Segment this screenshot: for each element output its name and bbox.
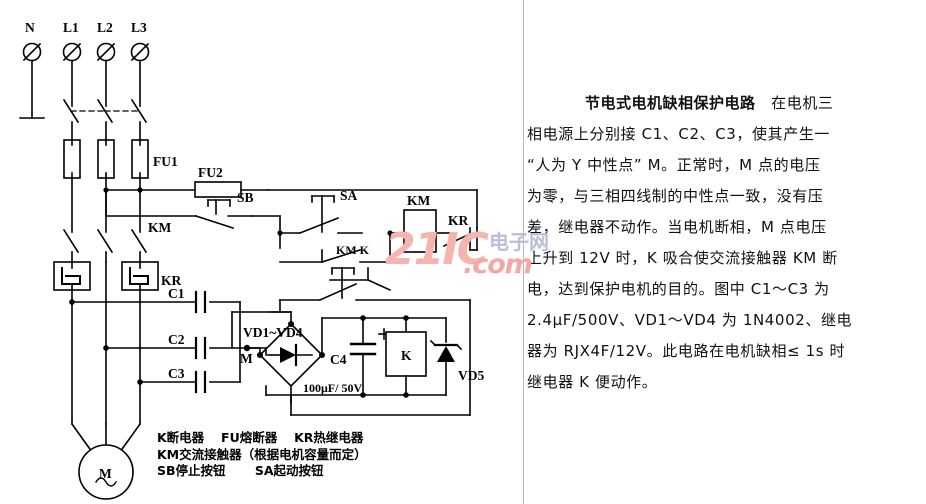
label-vd5: VD5: [458, 368, 484, 383]
label-km-coil: KM: [407, 193, 431, 208]
legend-line-2: KM交流接触器（根据电机容量而定）: [157, 446, 367, 462]
capacitor-branch-c1: [69, 290, 241, 349]
label-c1: C1: [168, 286, 185, 301]
main-isolator-switch: [62, 98, 148, 141]
article-column: 节电式电机缺相保护电路 在电机三 相电源上分别接 C1、C2、C3，使其产生一 …: [523, 0, 926, 504]
pushbutton-sb: [105, 189, 253, 230]
fuse-fu1-group: [63, 139, 149, 179]
label-fu2: FU2: [198, 165, 223, 180]
article-line-8: 器为 RJX4F/12V。此电路在电机缺相≤ 1s 时: [527, 342, 846, 360]
neutral-conductor: [19, 60, 45, 119]
motor-symbol: [78, 444, 134, 500]
relay-coil-k: [385, 317, 427, 396]
control-rail-top: [267, 189, 478, 229]
fuse-fu2: [194, 181, 269, 198]
article-line-4: 差，继电器不动作。当电机断相，M 点电压: [527, 218, 827, 236]
bridge-rectifier: [231, 311, 325, 405]
label-node-m: M: [240, 351, 253, 366]
contacts-km-k-sealin: [279, 230, 393, 292]
dc-negative-rail: [265, 299, 471, 416]
article-line-0-tail: 在电机三: [771, 94, 834, 112]
label-relay-k: K: [401, 348, 412, 363]
circuit-schematic: N L1 L2 L3 FU1 FU2 SB SA KM KR KM K KM K…: [19, 20, 497, 500]
contact-kr-aux: [442, 227, 478, 251]
contacts-km-main: [62, 228, 148, 263]
label-c4-value: 100μF/ 50V: [303, 381, 362, 395]
terminal-L2: [96, 42, 116, 62]
terminal-L3: [130, 42, 150, 62]
label-km-main: KM: [148, 220, 172, 235]
terminal-L1: [62, 42, 82, 62]
article-line-2: “人为 Y 中性点” M。正常时，M 点的电压: [527, 156, 821, 174]
label-bridge: VD1~VD4: [243, 325, 303, 340]
control-supply-tap: [103, 187, 196, 193]
phase-conductors-to-motor: [70, 261, 142, 454]
label-c4: C4: [330, 352, 347, 367]
contactor-coil-km: [389, 209, 451, 253]
lower-pushbutton-branch: [269, 267, 471, 313]
article-line-3: 为零，与三相四线制的中性点一致，没有压: [527, 187, 824, 205]
article-line-7: 2.4μF/500V、VD1～VD4 为 1N4002、继电: [527, 311, 853, 329]
label-sa: SA: [340, 188, 358, 203]
phase-drops-top: [71, 60, 141, 107]
sb-to-sa-link: [251, 215, 301, 249]
label-motor: M: [99, 466, 112, 481]
article-line-6: 电，达到保护电机的目的。图中 C1～C3 为: [527, 280, 830, 298]
label-c2: C2: [168, 332, 185, 347]
capacitor-branch-c2: [103, 336, 248, 360]
thermal-overload-kr: [53, 261, 159, 291]
label-terminal-n: N: [25, 20, 35, 35]
article-line-9: 继电器 K 便动作。: [527, 373, 658, 391]
label-terminal-l1: L1: [63, 20, 79, 35]
capacitor-c4: [349, 317, 390, 396]
label-fu1: FU1: [153, 154, 178, 169]
label-sb: SB: [237, 190, 254, 205]
pushbutton-sa: [298, 195, 363, 235]
label-kr-aux: KR: [448, 213, 469, 228]
legend-line-1: K断电器 FU熔断器 KR热继电器: [157, 430, 364, 445]
article-title: 节电式电机缺相保护电路: [585, 94, 756, 112]
schematic-svg: N L1 L2 L3 FU1 FU2 SB SA KM KR KM K KM K…: [19, 20, 484, 500]
article-line-5: 上升到 12V 时，K 吸合使交流接触器 KM 断: [527, 249, 838, 267]
label-terminal-l2: L2: [97, 20, 113, 35]
article-line-1: 相电源上分别接 C1、C2、C3，使其产生一: [527, 125, 831, 143]
terminal-N: [22, 42, 42, 62]
label-c3: C3: [168, 366, 185, 381]
label-km-k-contacts: KM K: [336, 243, 370, 257]
article-text: 节电式电机缺相保护电路 在电机三 相电源上分别接 C1、C2、C3，使其产生一 …: [523, 88, 911, 398]
schematic-labels: N L1 L2 L3 FU1 FU2 SB SA KM KR KM K KM K…: [25, 20, 484, 481]
component-legend: K断电器 FU熔断器 KR热继电器 KM交流接触器（根据电机容量而定） SB停止…: [157, 430, 497, 480]
capacitor-branch-c3: [137, 347, 241, 394]
article-line-0: 节电式电机缺相保护电路 在电机三: [527, 88, 911, 119]
zener-diode-vd5: [429, 317, 463, 396]
label-kr-thermal: KR: [161, 273, 182, 288]
legend-line-3: SB停止按钮 SA起动按钮: [157, 463, 324, 478]
label-terminal-l3: L3: [131, 20, 147, 35]
column-divider: [523, 0, 524, 504]
